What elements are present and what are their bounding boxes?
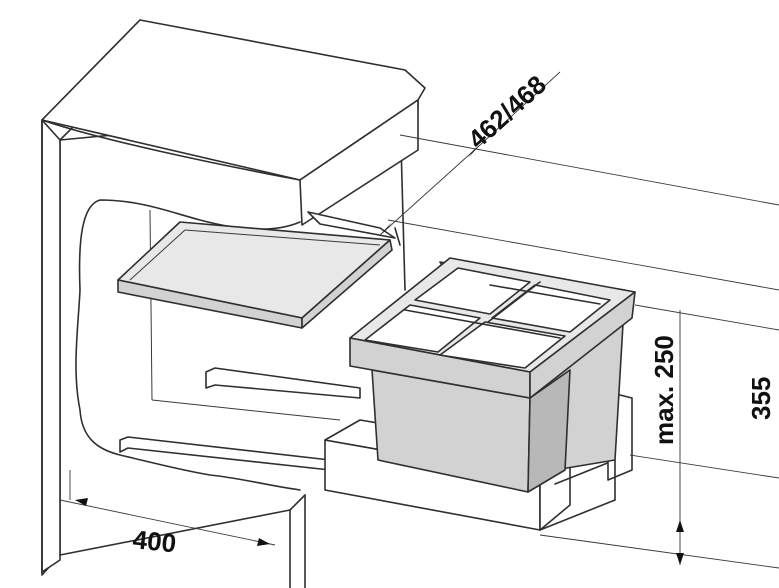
cutaway-edge <box>75 199 301 491</box>
label-cabinet-height: 355 <box>746 377 776 420</box>
upper-shelf <box>117 211 401 329</box>
label-rail-length: 462/468 <box>462 69 552 154</box>
dimension-cabinet-width <box>59 470 276 546</box>
dimension-max-height <box>629 304 779 520</box>
label-cabinet-width: 400 <box>131 524 177 558</box>
dimension-rail-length <box>379 71 779 291</box>
dimension-cabinet-height <box>539 520 779 569</box>
waste-bins <box>349 257 636 493</box>
cabinet-floor <box>59 399 341 588</box>
label-max-height: max. 250 <box>649 335 679 445</box>
lower-rails <box>119 367 361 471</box>
countertop <box>41 19 426 226</box>
